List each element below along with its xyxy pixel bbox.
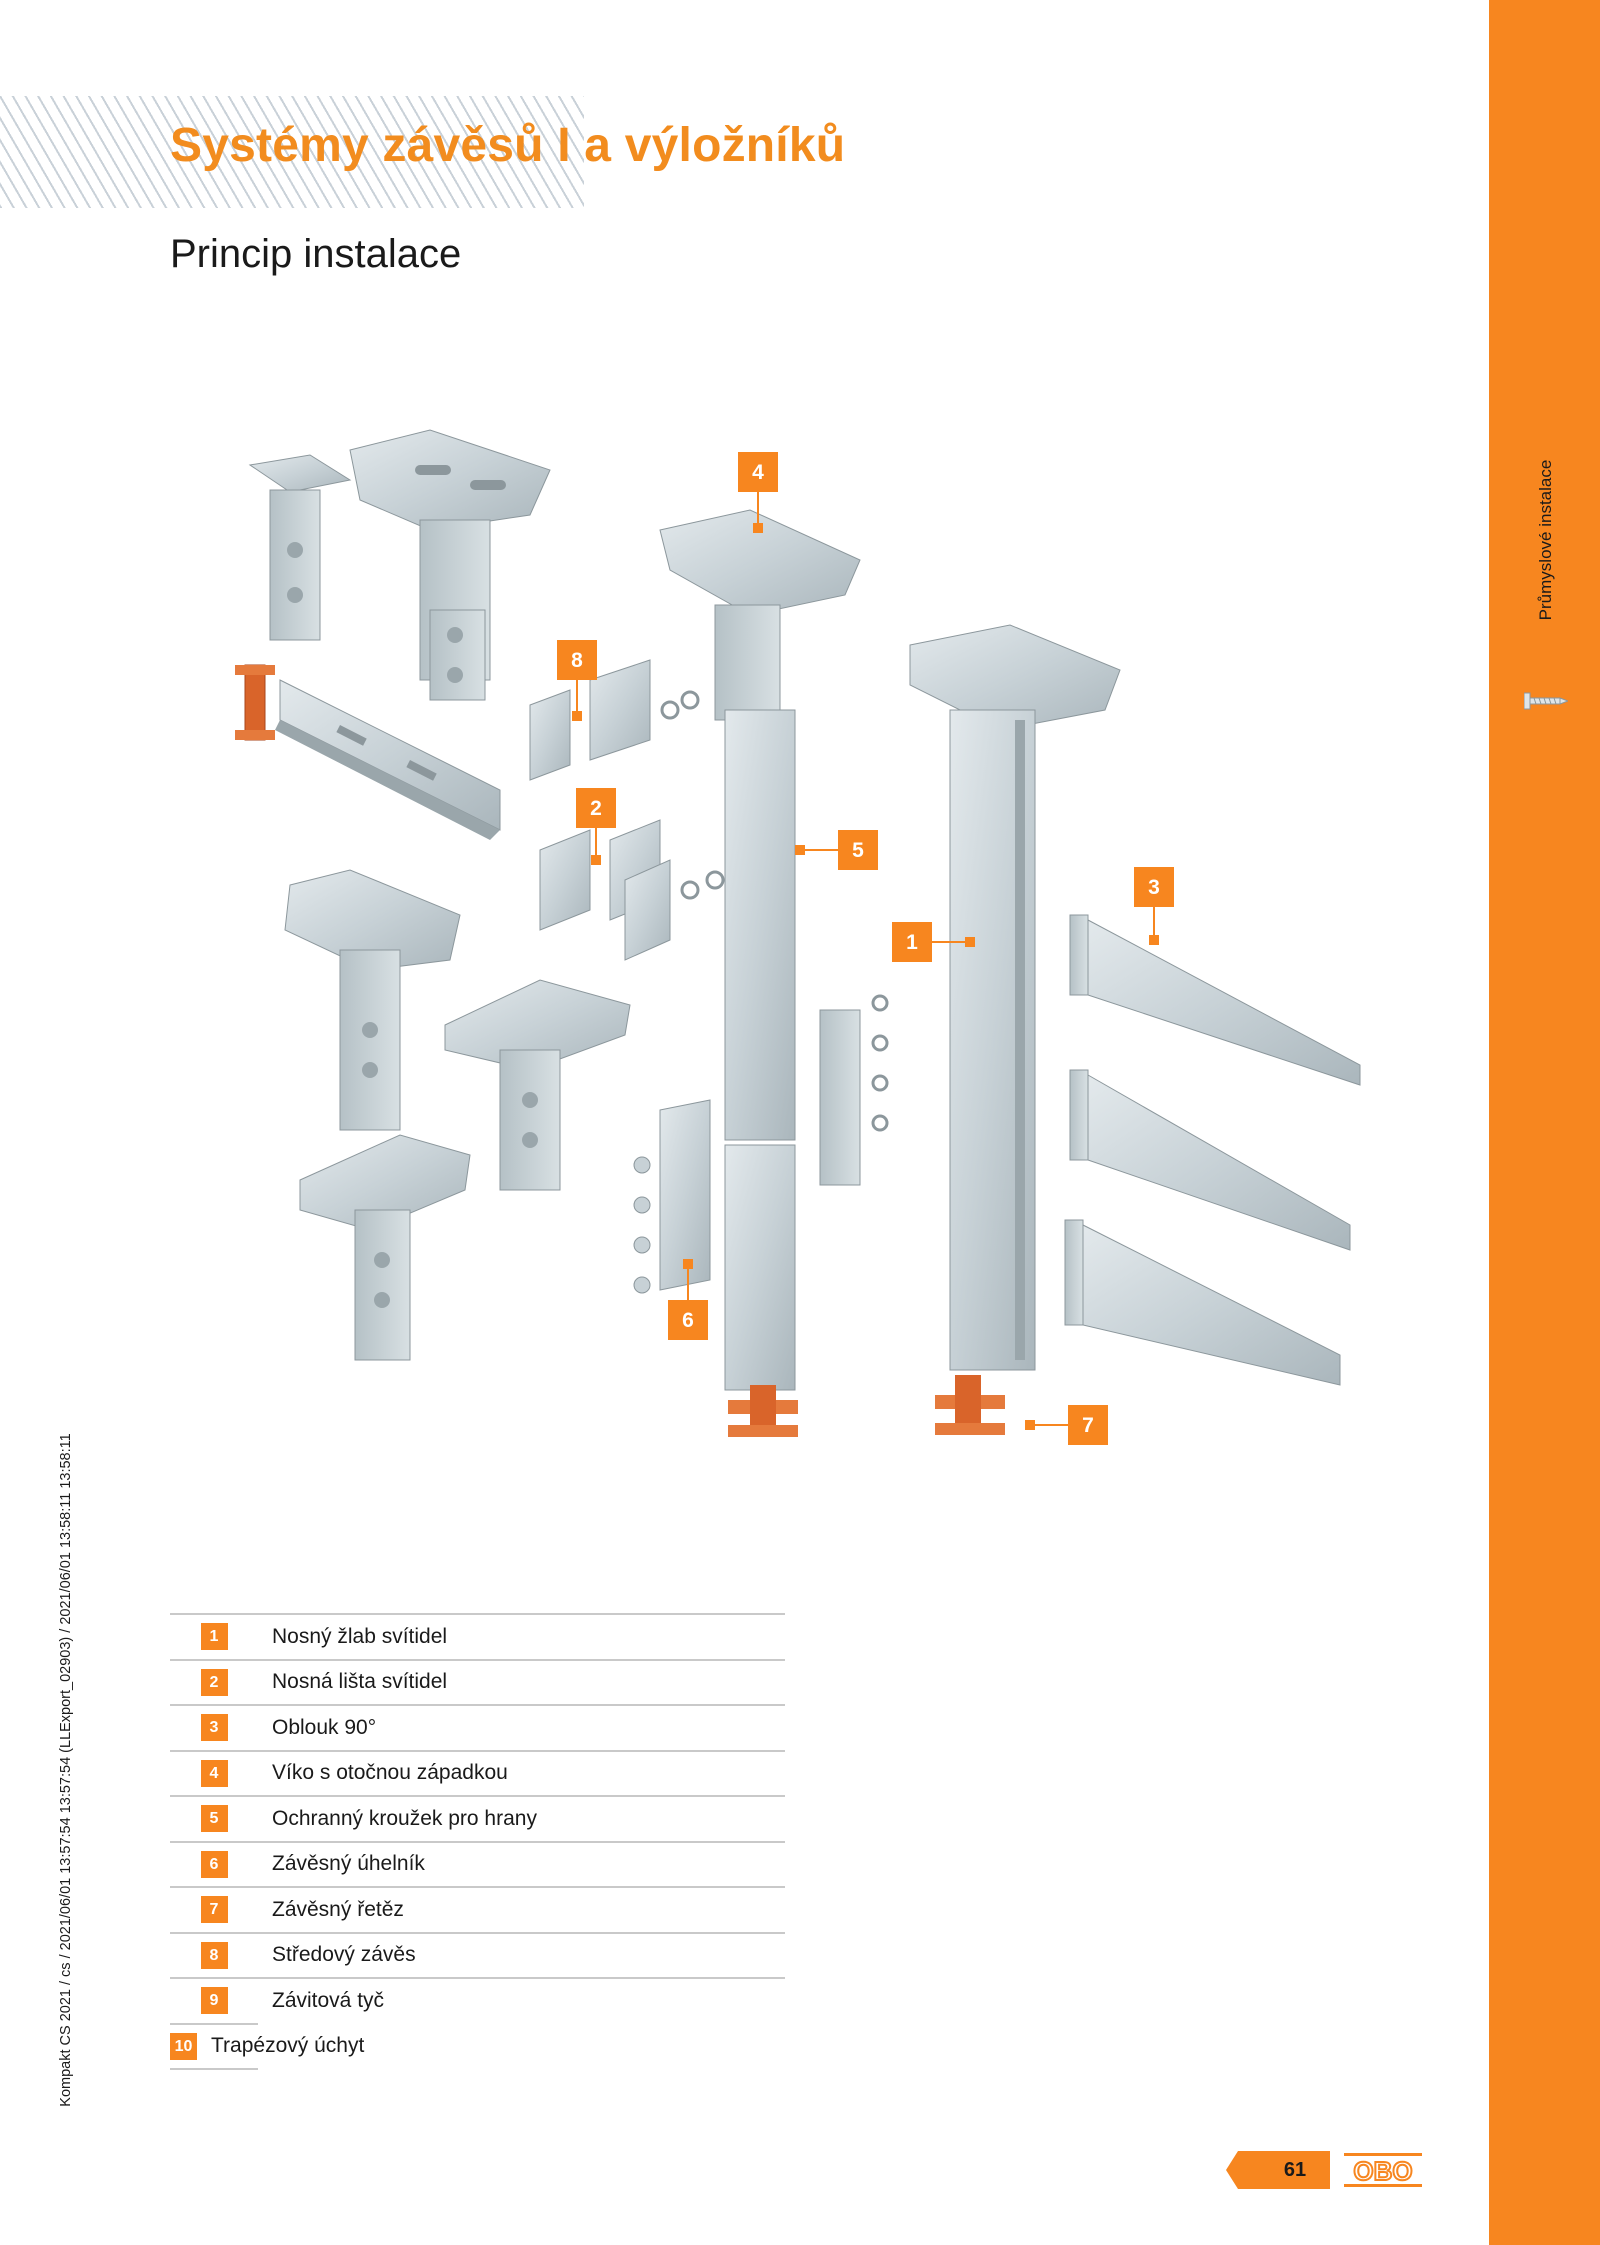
svg-text:OBO: OBO (1353, 2156, 1412, 2186)
connector-plates (539, 819, 725, 961)
installation-illustration: 4 8 2 5 1 3 6 7 (235, 429, 1361, 1445)
legend-number: 3 (200, 1714, 228, 1742)
legend-row: 9 Závitová tyč (170, 1977, 785, 2023)
title-hatch-decoration (0, 96, 584, 208)
legend-row: 3 Oblouk 90° (170, 1704, 785, 1750)
center-hanger (529, 659, 700, 781)
legend-number: 1 (200, 1623, 228, 1651)
legend-number: 6 (200, 1850, 228, 1878)
side-band (1489, 0, 1600, 2245)
legend-number: 2 (200, 1668, 228, 1696)
callout-1: 1 (892, 922, 932, 962)
legend-number: 8 (200, 1941, 228, 1969)
cantilever-arm-bottom (1064, 1219, 1341, 1386)
horizontal-beam (235, 664, 501, 840)
profile-with-cover (659, 509, 861, 1437)
ceiling-bracket-left (284, 869, 461, 1131)
legend-row: 4 Víko s otočnou západkou (170, 1749, 785, 1796)
callout-6: 6 (668, 1300, 708, 1340)
legend-row: 5 Ochranný kroužek pro hrany (170, 1795, 785, 1841)
page-number-tab (1226, 2151, 1330, 2189)
legend-row: 8 Středový závěs (170, 1931, 785, 1978)
legend-row: 7 Závěsný řetěz (170, 1886, 785, 1932)
legend-label: Ochranný kroužek pro hrany (272, 1806, 537, 1830)
ceiling-plate-hanger (349, 429, 551, 701)
legend-number: 9 (200, 1987, 228, 2015)
page-number: 61 (1283, 2159, 1307, 2181)
svg-text:1: 1 (906, 931, 918, 954)
legend-label: Nosný žlab svítidel (272, 1624, 448, 1648)
svg-text:6: 6 (682, 1309, 694, 1332)
callout-7: 7 (1068, 1405, 1108, 1445)
obo-logo: OBO (1344, 2153, 1422, 2187)
legend-label: Oblouk 90° (272, 1715, 377, 1739)
legend-label: Středový závěs (272, 1943, 416, 1967)
callout-5: 5 (838, 830, 878, 870)
legend-label: Víko s otočnou západkou (272, 1761, 508, 1785)
svg-text:7: 7 (1082, 1414, 1094, 1437)
svg-text:8: 8 (571, 649, 583, 672)
legend-number: 5 (200, 1805, 228, 1833)
parts-legend: 1 Nosný žlab svítidel 2 Nosná lišta svít… (170, 1613, 785, 2070)
ceiling-bracket-bottom (299, 1134, 471, 1361)
legend-number: 7 (200, 1896, 228, 1924)
washers (871, 994, 889, 1132)
svg-text:3: 3 (1148, 876, 1160, 899)
legend-label: Závěsný úhelník (272, 1852, 425, 1876)
hanger-angle (633, 1099, 711, 1294)
legend-label: Nosná lišta svítidel (272, 1670, 448, 1694)
ceiling-bracket-small (248, 454, 352, 641)
section-label: Průmyslové instalace (1536, 459, 1555, 621)
ceiling-bracket-center (444, 979, 631, 1191)
screw-icon (1523, 690, 1570, 717)
svg-text:4: 4 (752, 461, 764, 484)
legend-label: Trapézový úchyt (211, 2034, 365, 2058)
print-metadata: Kompakt CS 2021 / cs / 2021/06/01 13:57:… (58, 1433, 74, 2107)
legend-row: 6 Závěsný úhelník (170, 1840, 785, 1887)
cantilever-arm-top (1069, 914, 1361, 1086)
page-subtitle: Princip instalace (170, 232, 462, 276)
cantilever-arm-middle (1069, 1069, 1351, 1251)
legend-row: 2 Nosná lišta svítidel (170, 1658, 785, 1705)
legend-row: 10 Trapézový úchyt (170, 2022, 364, 2070)
legend-label: Závěsný řetěz (272, 1897, 404, 1921)
legend-row: 1 Nosný žlab svítidel (170, 1613, 785, 1659)
legend-number: 4 (200, 1759, 228, 1787)
callout-8: 8 (557, 640, 597, 680)
svg-text:5: 5 (852, 839, 864, 862)
legend-label: Závitová tyč (272, 1988, 385, 2012)
svg-text:2: 2 (590, 797, 602, 820)
page-title: Systémy závěsů I a výložníků (170, 119, 846, 172)
legend-number: 10 (170, 2032, 197, 2060)
callout-3: 3 (1134, 867, 1174, 907)
main-channel (909, 624, 1121, 1435)
callout-2: 2 (576, 788, 616, 828)
callout-4: 4 (738, 452, 778, 492)
